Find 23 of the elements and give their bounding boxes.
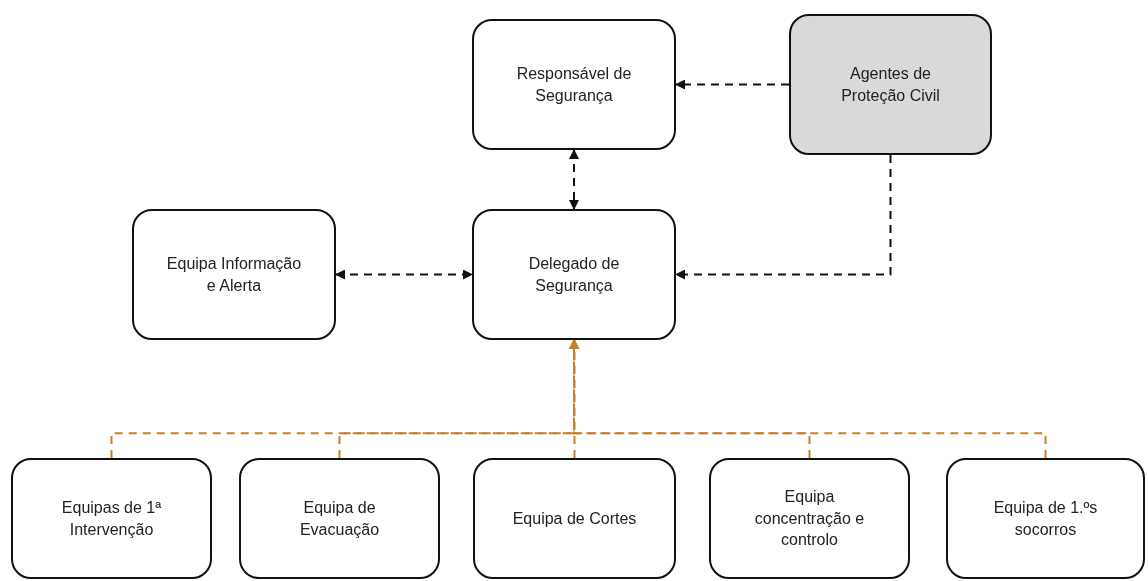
dashed-arrow — [675, 79, 790, 90]
rounded-box — [789, 14, 992, 155]
dashed-arrow — [675, 154, 892, 280]
rounded-box — [132, 209, 336, 340]
rounded-box — [239, 458, 440, 579]
rounded-box — [11, 458, 212, 579]
box-label: Delegado de Segurança — [527, 253, 621, 296]
rounded-box — [472, 209, 676, 340]
box-label: Equipa de 1.ºs socorros — [992, 497, 1099, 540]
rounded-box — [709, 458, 910, 579]
box-label: Responsável de Segurança — [515, 63, 633, 106]
box-label: Equipa Informação e Alerta — [165, 253, 303, 296]
box-label: Equipas de 1ª Intervenção — [60, 497, 163, 540]
rounded-box — [946, 458, 1145, 579]
box-label: Equipa de Cortes — [512, 508, 637, 529]
dashed-arrow — [569, 339, 1047, 459]
box-label: Agentes de Proteção Civil — [840, 63, 941, 106]
dashed-arrow — [569, 149, 579, 210]
rounded-box — [473, 458, 676, 579]
dashed-arrow — [335, 269, 473, 280]
box-label: Equipa concentração e controlo — [753, 487, 866, 551]
rounded-box — [472, 19, 676, 150]
box-label: Equipa de Evacuação — [298, 497, 381, 540]
